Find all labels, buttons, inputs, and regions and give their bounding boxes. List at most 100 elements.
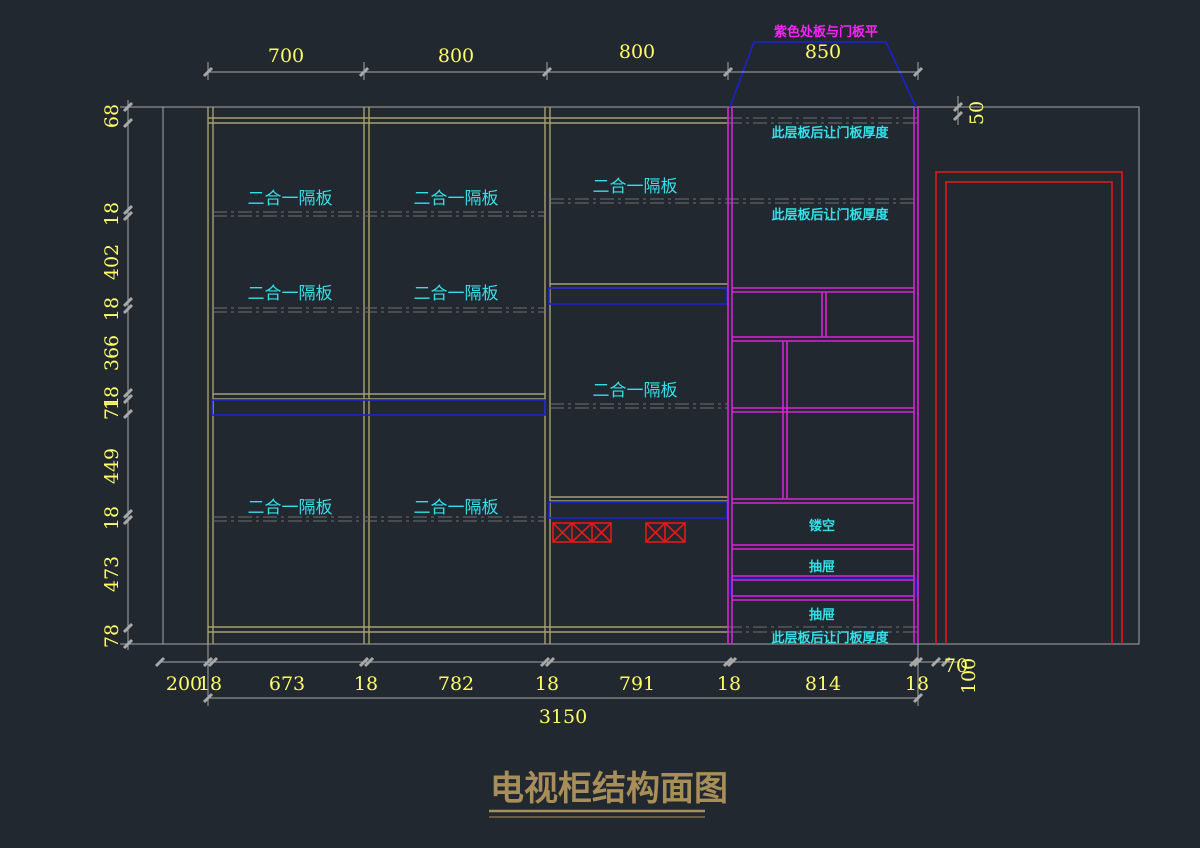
bottom-dimension-labels: 200 18 673 18 782 18 791 18 814 18 70 10… bbox=[166, 655, 980, 728]
left-dim-label: 449 bbox=[101, 448, 123, 484]
magenta-section-labels: 此层板后让门板厚度 此层板后让门板厚度 镂空 抽屉 抽屉 此层板后让门板厚度 bbox=[771, 125, 889, 646]
shelf-labels: 二合一隔板 二合一隔板 二合一隔板 二合一隔板 二合一隔板 二合一隔板 二合一隔… bbox=[248, 177, 678, 518]
dim-tick bbox=[122, 514, 134, 526]
dim-tick bbox=[122, 387, 134, 399]
bottom-dim-label: 18 bbox=[535, 673, 559, 695]
top-dim-3: 800 bbox=[619, 41, 655, 63]
blue-rail-bay3-lower bbox=[548, 501, 728, 519]
outer-wall-outline bbox=[162, 106, 1140, 645]
dim-tick bbox=[122, 408, 134, 420]
dim-tick bbox=[952, 110, 964, 122]
right-dim-label: 100 bbox=[958, 658, 980, 694]
cabinet-panels bbox=[207, 107, 728, 644]
dim-tick bbox=[952, 101, 964, 113]
socket-cross bbox=[571, 522, 593, 543]
socket-frame-1 bbox=[552, 522, 612, 543]
top-dimension-labels: 700 800 800 850 bbox=[268, 41, 841, 67]
bottom-dim-label: 18 bbox=[354, 673, 378, 695]
left-dim-label: 71 bbox=[101, 396, 123, 420]
shelf-thickness-note: 此层板后让门板厚度 bbox=[771, 207, 889, 223]
socket-group-1 bbox=[552, 522, 612, 543]
socket-cross bbox=[591, 522, 612, 543]
magenta-section bbox=[727, 107, 919, 644]
socket-boxes bbox=[552, 522, 686, 543]
dim-tick bbox=[544, 656, 556, 668]
dim-tick bbox=[154, 656, 166, 668]
door-frame bbox=[935, 171, 1123, 644]
left-dim-label: 473 bbox=[101, 556, 123, 592]
shelf-label: 二合一隔板 bbox=[414, 189, 499, 209]
dim-tick bbox=[122, 303, 134, 315]
bottom-dim-label: 200 bbox=[166, 673, 202, 695]
left-dim-label: 18 bbox=[101, 386, 123, 410]
wall-boundary bbox=[162, 106, 1140, 645]
bottom-dim-label: 18 bbox=[198, 673, 222, 695]
top-dim-2: 800 bbox=[438, 45, 474, 67]
dim-tick bbox=[940, 656, 952, 668]
dim-tick bbox=[358, 656, 370, 668]
shelf-thickness-note: 此层板后让门板厚度 bbox=[771, 630, 889, 646]
note-leader bbox=[729, 41, 917, 108]
dim-tick bbox=[122, 622, 134, 634]
left-dim-label: 18 bbox=[101, 506, 123, 530]
top-dim-4: 850 bbox=[805, 41, 841, 63]
shelf-label: 二合一隔板 bbox=[593, 381, 678, 401]
left-dim-label: 68 bbox=[101, 104, 123, 128]
blue-rails bbox=[211, 287, 917, 597]
dim-tick bbox=[207, 656, 219, 668]
shelf-label: 二合一隔板 bbox=[248, 498, 333, 518]
shelf-label: 二合一隔板 bbox=[248, 284, 333, 304]
dim-tick bbox=[122, 117, 134, 129]
dim-tick bbox=[363, 656, 375, 668]
dim-tick bbox=[122, 296, 134, 308]
socket-cross bbox=[664, 522, 686, 543]
drawer-label: 抽屉 bbox=[809, 559, 835, 575]
bottom-dim-label: 782 bbox=[438, 673, 474, 695]
blue-rail-left bbox=[211, 399, 546, 416]
socket-cross bbox=[552, 522, 573, 543]
top-dim-1: 700 bbox=[268, 45, 304, 67]
dim-tick bbox=[122, 393, 134, 405]
blue-rail-bay3-upper bbox=[548, 287, 728, 305]
left-dim-label: 366 bbox=[101, 335, 123, 371]
dim-tick bbox=[122, 204, 134, 216]
shelf-label: 二合一隔板 bbox=[593, 177, 678, 197]
shelf-label: 二合一隔板 bbox=[248, 189, 333, 209]
bottom-dim-label: 18 bbox=[905, 673, 929, 695]
dim-tick bbox=[930, 656, 942, 668]
dim-tick bbox=[122, 210, 134, 222]
bottom-dim-label: 814 bbox=[805, 673, 841, 695]
adjustable-shelves bbox=[213, 117, 918, 633]
shelf-label: 二合一隔板 bbox=[414, 284, 499, 304]
left-dim-label: 18 bbox=[101, 202, 123, 226]
bottom-dim-label: 791 bbox=[619, 673, 655, 695]
drawing-title-block: 电视柜结构面图 bbox=[489, 769, 728, 818]
dim-tick bbox=[908, 656, 920, 668]
dimension-lines bbox=[120, 62, 964, 706]
flush-door-note: 紫色处板与门板平 bbox=[774, 24, 878, 40]
shelf-label: 二合一隔板 bbox=[414, 498, 499, 518]
left-dim-label: 18 bbox=[101, 297, 123, 321]
socket-group-2 bbox=[645, 522, 686, 543]
bottom-dim-label: 18 bbox=[717, 673, 741, 695]
left-dim-label: 402 bbox=[101, 244, 123, 280]
top-right-dim: 50 bbox=[966, 101, 988, 125]
dim-tick bbox=[726, 656, 738, 668]
door-frame-outer bbox=[935, 171, 1123, 644]
hollow-label: 镂空 bbox=[808, 518, 835, 534]
socket-cross bbox=[645, 522, 666, 543]
note-leader-lines bbox=[729, 41, 917, 108]
shelf-thickness-note: 此层板后让门板厚度 bbox=[771, 125, 889, 141]
dim-tick bbox=[122, 508, 134, 520]
total-width-label: 3150 bbox=[539, 706, 587, 728]
right-dim-label: 70 bbox=[944, 655, 968, 677]
bottom-dim-label: 673 bbox=[269, 673, 305, 695]
left-dimension-labels: 68 18 402 18 366 18 71 449 18 473 78 bbox=[101, 104, 123, 648]
drawing-title: 电视柜结构面图 bbox=[490, 769, 728, 809]
left-dim-label: 78 bbox=[101, 624, 123, 648]
door-frame-inner bbox=[945, 181, 1113, 644]
dim-tick bbox=[539, 656, 551, 668]
drawer-label: 抽屉 bbox=[809, 607, 835, 623]
